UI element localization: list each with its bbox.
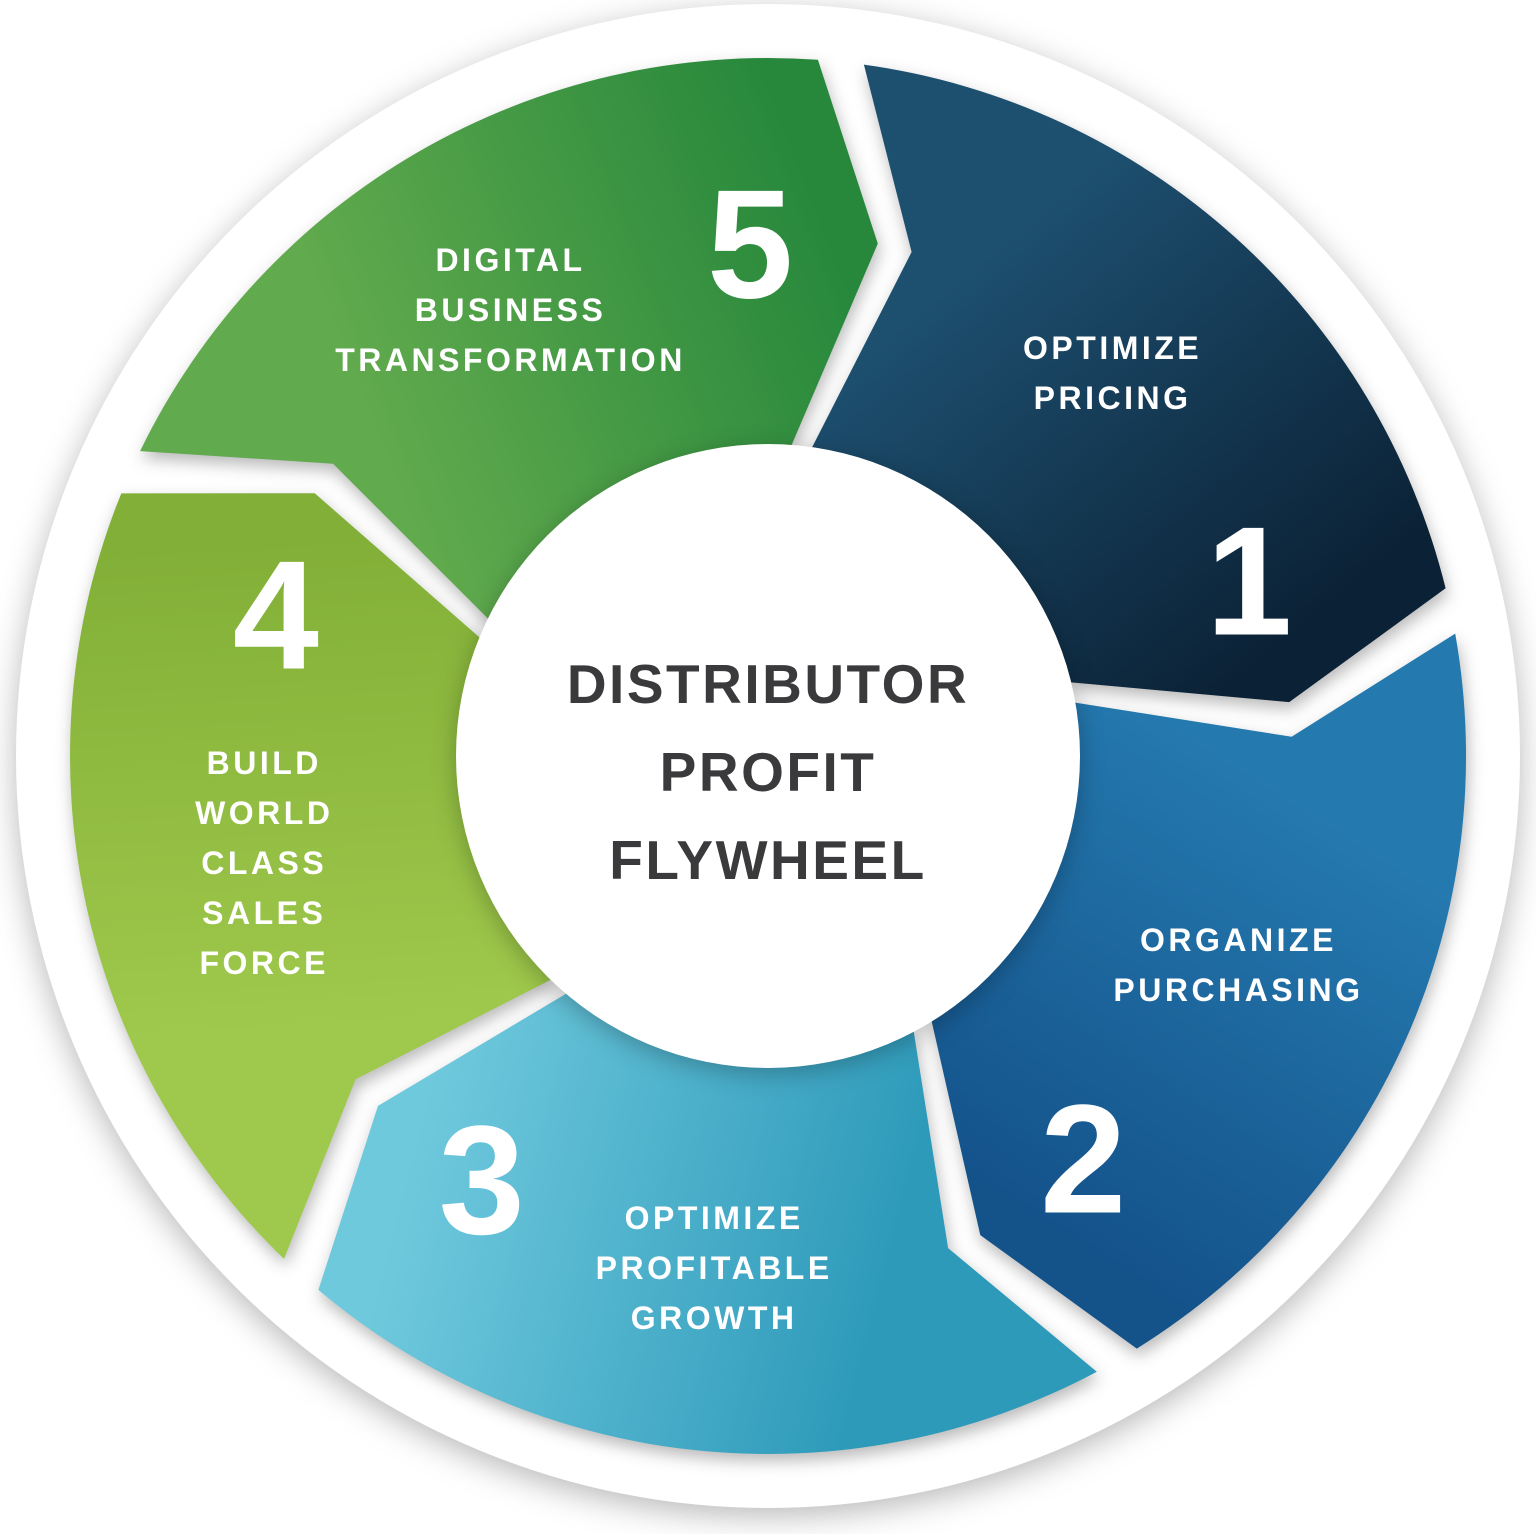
segment-3-label-line: GROWTH	[630, 1300, 798, 1337]
segment-4-label-line: CLASS	[201, 845, 328, 882]
segment-1-label-line: PRICING	[1033, 380, 1192, 417]
center-circle	[456, 444, 1080, 1068]
center-title-line: DISTRIBUTOR	[566, 653, 970, 715]
segment-1-number: 1	[1206, 494, 1293, 668]
segment-4-label-line: WORLD	[195, 795, 334, 832]
segment-5-label-line: DIGITAL	[435, 241, 586, 278]
segment-2-shape	[930, 633, 1467, 1349]
segment-2-label-line: PURCHASING	[1113, 972, 1364, 1009]
segment-2-label-line: ORGANIZE	[1140, 922, 1337, 959]
segment-1-label-line: OPTIMIZE	[1023, 330, 1203, 367]
center-title-line: FLYWHEEL	[609, 829, 927, 891]
segment-4-label: BUILD WORLD CLASS SALES FORCE	[195, 738, 333, 988]
segment-5-label-line: BUSINESS	[414, 291, 607, 328]
segment-3-label: OPTIMIZE PROFITABLE GROWTH	[596, 1193, 833, 1343]
segment-2-number: 2	[1040, 1072, 1127, 1246]
center-title: DISTRIBUTOR PROFIT FLYWHEEL	[567, 640, 969, 904]
segment-4-number: 4	[232, 528, 319, 702]
segment-4-label-line: SALES	[202, 895, 327, 932]
segment-5-shape	[140, 58, 878, 622]
segment-4-label-line: BUILD	[206, 745, 322, 782]
center-title-line: PROFIT	[659, 741, 877, 803]
segment-3-shape	[318, 991, 1097, 1454]
segment-4-label-line: FORCE	[199, 945, 329, 982]
segment-5-number: 5	[707, 157, 794, 331]
segment-3-number: 3	[438, 1093, 525, 1267]
segment-4-shape	[70, 493, 555, 1259]
segment-5-label-line: TRANSFORMATION	[335, 341, 686, 378]
segment-1-label: OPTIMIZE PRICING	[1023, 323, 1202, 423]
segment-1-shape	[810, 64, 1446, 703]
segment-5-label: DIGITAL BUSINESS TRANSFORMATION	[335, 235, 686, 385]
segment-3-label-line: OPTIMIZE	[624, 1200, 804, 1237]
segment-2-label: ORGANIZE PURCHASING	[1113, 915, 1363, 1015]
segment-3-label-line: PROFITABLE	[595, 1250, 833, 1287]
